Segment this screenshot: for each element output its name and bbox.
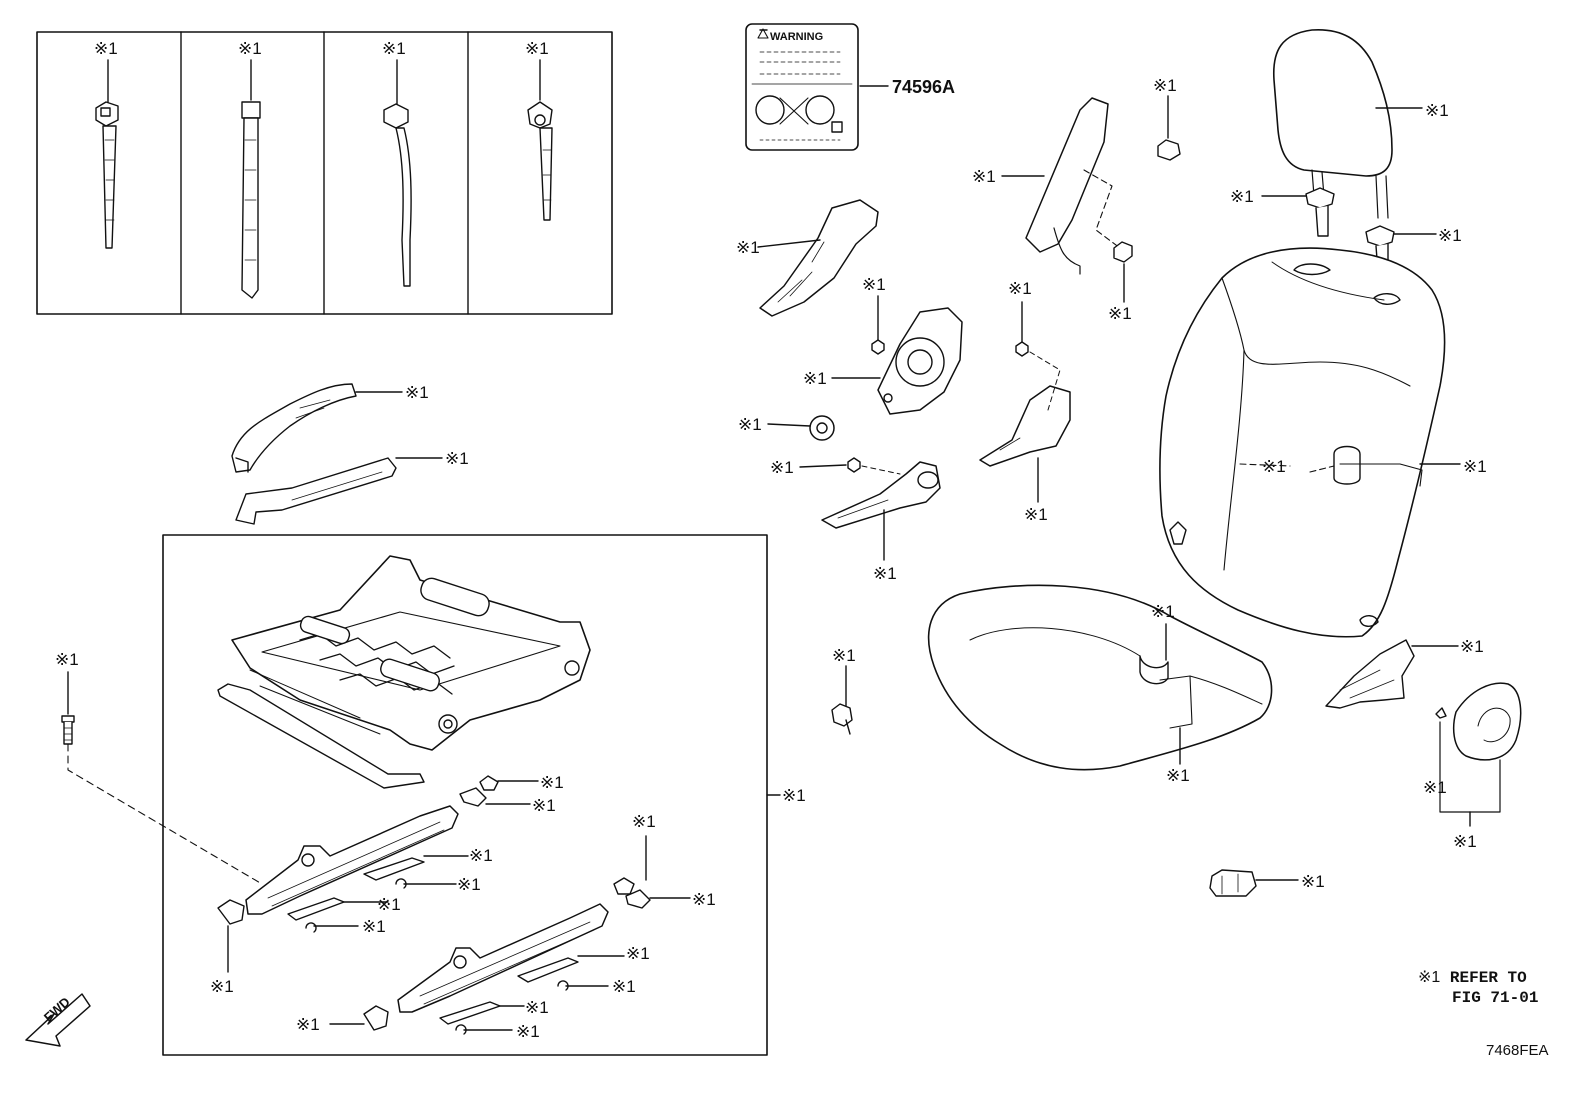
callout-rail-clip-c: ※1 xyxy=(632,812,656,831)
callout-nut: ※1 xyxy=(1108,304,1132,323)
seat-rail-left xyxy=(245,805,459,915)
callout-fastener-4: ※1 xyxy=(525,39,549,58)
callout-slide-cover-upper: ※1 xyxy=(405,383,429,402)
callout-push-clip: ※1 xyxy=(1153,76,1177,95)
callout-rail-clip-b: ※1 xyxy=(532,796,556,815)
callout-seat-back-frame: ※1 xyxy=(1262,457,1286,476)
callout-rail-end-right: ※1 xyxy=(296,1015,320,1034)
fwd-arrow xyxy=(25,993,91,1047)
callout-seat-frame-assembly: ※1 xyxy=(782,786,806,805)
rail-leader-lines xyxy=(227,780,691,1031)
recliner-cover-inner xyxy=(1325,639,1415,709)
figure-code: 7468FEA xyxy=(1486,1042,1549,1059)
callout-recliner-cover-outer: ※1 xyxy=(736,238,760,257)
leader-line xyxy=(757,239,821,248)
note-marker: ※1 xyxy=(1418,969,1441,986)
cable-tie-clip-1 xyxy=(95,59,119,249)
seat-cushion xyxy=(927,584,1273,771)
side-shield-panel xyxy=(1025,97,1121,275)
screw-handle xyxy=(847,457,901,475)
callout-headrest-guide-right: ※1 xyxy=(1438,226,1462,245)
cable-tie-clip-3 xyxy=(383,59,412,287)
callout-seat-cushion: ※1 xyxy=(1166,766,1190,785)
callout-cushion-frame: ※1 xyxy=(1151,602,1175,621)
seat-back xyxy=(1159,247,1446,638)
cable-tie-2 xyxy=(241,59,261,299)
callout-bolt-cushion: ※1 xyxy=(832,646,856,665)
recliner-cover-outer xyxy=(759,199,879,317)
callout-fastener-1: ※1 xyxy=(94,39,118,58)
recliner-bracket xyxy=(877,307,963,415)
bolt-cushion xyxy=(831,665,853,735)
belt-guide-bracket xyxy=(979,385,1071,467)
leader-line xyxy=(767,423,811,427)
callout-rail-spring-a: ※1 xyxy=(457,875,481,894)
callout-seat-back: ※1 xyxy=(1463,457,1487,476)
warning-label-text: WARNING xyxy=(770,31,824,43)
rail-clip-parts xyxy=(217,775,651,1035)
callout-rail-end-left: ※1 xyxy=(210,977,234,996)
washer xyxy=(809,415,835,441)
note-line-1: REFER TO xyxy=(1449,969,1527,987)
warning-label xyxy=(745,23,859,151)
callout-rail-cover-a: ※1 xyxy=(469,846,493,865)
frame-wire xyxy=(217,683,425,789)
part-number-warning-label: 74596A xyxy=(892,77,956,97)
callout-rail-spring-d: ※1 xyxy=(516,1022,540,1041)
recliner-handle xyxy=(821,461,941,529)
callout-fastener-3: ※1 xyxy=(382,39,406,58)
callout-bolt-left: ※1 xyxy=(55,650,79,669)
callout-belt-guide: ※1 xyxy=(1024,505,1048,524)
callout-side-shield: ※1 xyxy=(972,167,996,186)
callout-headrest-guide-left: ※1 xyxy=(1230,187,1254,206)
callout-rail-clip-a: ※1 xyxy=(540,773,564,792)
callout-slide-cover-lower: ※1 xyxy=(445,449,469,468)
callout-recliner-handle: ※1 xyxy=(873,564,897,583)
callout-rail-spring-b: ※1 xyxy=(362,917,386,936)
seat-clip xyxy=(1209,869,1257,897)
callout-knob-clip: ※1 xyxy=(1423,778,1447,797)
callout-knob-cover: ※1 xyxy=(1453,832,1477,851)
callout-rail-cover-d: ※1 xyxy=(525,998,549,1017)
leader-line xyxy=(1239,463,1335,473)
headrest xyxy=(1272,29,1393,219)
nut xyxy=(1113,241,1133,303)
seat-cushion-frame xyxy=(231,555,591,751)
screw-guide xyxy=(1015,301,1061,411)
cable-tie-clip-4 xyxy=(527,59,553,221)
leader-line xyxy=(799,464,847,468)
slide-cover-upper xyxy=(231,383,357,473)
fastener-panel xyxy=(36,31,613,315)
callout-screw-handle: ※1 xyxy=(770,458,794,477)
callout-recliner-cover-inner: ※1 xyxy=(1460,637,1484,656)
callout-seat-clip: ※1 xyxy=(1301,872,1325,891)
headrest-guide-left xyxy=(1305,187,1335,237)
slide-cover-lower xyxy=(235,457,397,525)
callout-fastener-2: ※1 xyxy=(238,39,262,58)
callout-screw-recliner: ※1 xyxy=(862,275,886,294)
note-line-2: FIG 71-01 xyxy=(1452,989,1539,1007)
callout-rail-clip-d: ※1 xyxy=(692,890,716,909)
callout-washer: ※1 xyxy=(738,415,762,434)
bolt-left xyxy=(61,671,263,885)
refer-to-note: ※1 REFER TO FIG 71-01 xyxy=(1418,968,1538,1008)
callout-rail-cover-c: ※1 xyxy=(626,944,650,963)
callout-screw-guide: ※1 xyxy=(1008,279,1032,298)
recliner-knob-cover xyxy=(1435,682,1522,761)
callout-recliner-bracket: ※1 xyxy=(803,369,827,388)
callout-rail-spring-c: ※1 xyxy=(612,977,636,996)
push-clip xyxy=(1157,95,1181,161)
callout-rail-cover-b: ※1 xyxy=(377,895,401,914)
screw-recliner xyxy=(871,295,885,355)
seat-rail-right xyxy=(397,903,609,1013)
callout-headrest: ※1 xyxy=(1425,101,1449,120)
